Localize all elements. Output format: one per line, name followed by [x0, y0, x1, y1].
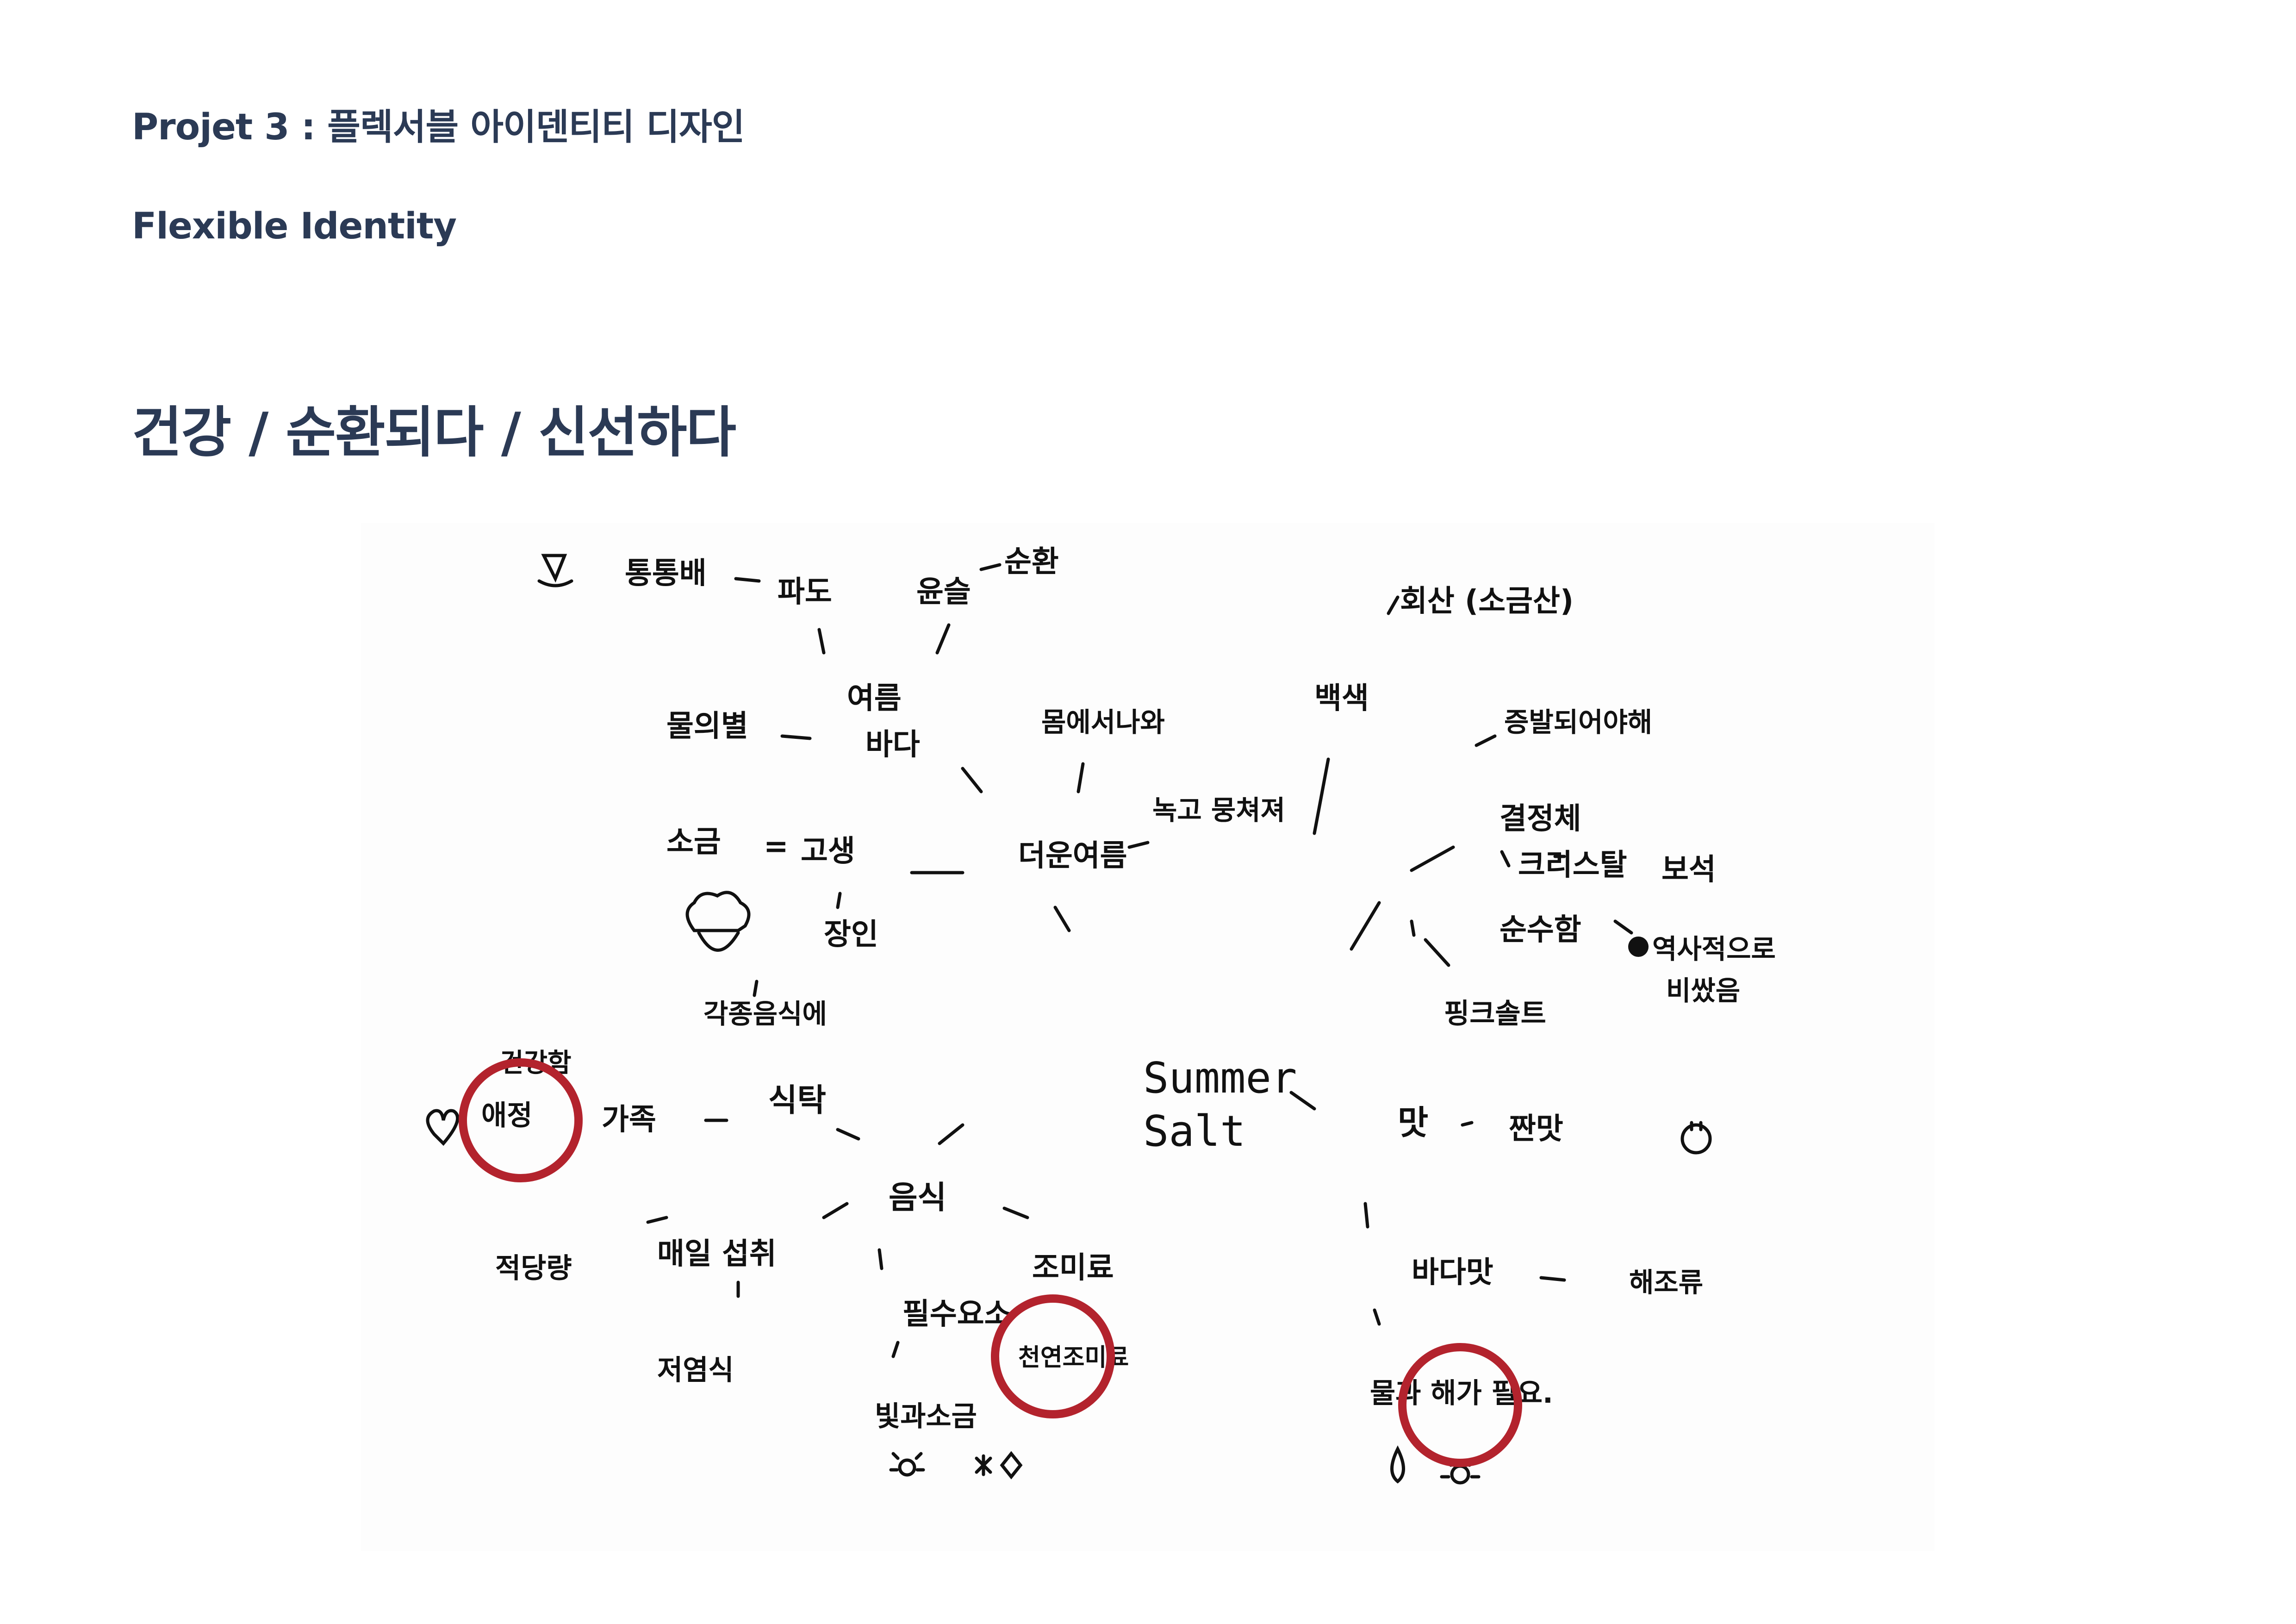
mindmap-word: 소금 [666, 825, 721, 859]
mindmap-word: 바다맛 [1412, 1255, 1493, 1290]
mindmap-word: 바다 [865, 728, 920, 762]
mindmap-connectors [646, 563, 1633, 1358]
mindmap-word: 더운여름 [1018, 839, 1127, 873]
mindmap-word: 가족 [602, 1103, 656, 1137]
mindmap-word: 윤슬 [916, 575, 971, 609]
mindmap-word: 녹고 뭉쳐져 [1152, 794, 1285, 826]
heart-doodle-icon [426, 1109, 460, 1146]
mindmap-word: 필수요소 [902, 1297, 1012, 1331]
mindmap-word: 증발되어야해 [1504, 706, 1652, 738]
mindmap-word: 맛 [1398, 1103, 1428, 1142]
mindmap-word: 애정 [481, 1099, 532, 1132]
mindmap-word: 통통배 [625, 556, 707, 591]
project-title: Projet 3 : 플렉서블 아이덴티티 디자인 [132, 106, 745, 148]
mindmap-word: 순수함 [1500, 913, 1581, 947]
sailboat-doodle-icon [537, 554, 573, 587]
sun-doodle-icon [889, 1452, 925, 1477]
mindmap-word: 해조류 [1629, 1267, 1703, 1298]
mindmap-word: 장인 [824, 918, 878, 952]
gem-doodle-icon [1628, 937, 1649, 957]
mindmap-word: 물의별 [666, 709, 748, 743]
mindmap-word: 적당량 [495, 1252, 572, 1285]
mindmap-word: = [764, 830, 789, 864]
mindmap-word: 저염식 [657, 1354, 734, 1387]
mindmap-word: 핑크솔트 [1444, 998, 1546, 1030]
mindmap-svg: Summer Salt 통통배 파도 윤슬 순환 물의별 여름 바다 몸에서나와… [426, 545, 1776, 1485]
mindmap-sketch: Summer Salt 통통배 파도 윤슬 순환 물의별 여름 바다 몸에서나와… [361, 523, 1935, 1551]
highlight-circle-natural-seasoning [991, 1294, 1115, 1418]
mindmap-word: 빛과소금 [875, 1400, 977, 1433]
mindmap-word: 몸에서나와 [1041, 706, 1165, 738]
mindmap-word: 짠맛 [1509, 1112, 1563, 1146]
water-drop-doodle-icon [1390, 1445, 1405, 1484]
mindmap-word: 결정체 [1500, 802, 1581, 836]
mindmap-word: 역사적으로 [1652, 933, 1776, 965]
mindmap-word: 보석 [1661, 853, 1716, 887]
mindmap-center-line2: Salt [1143, 1106, 1246, 1156]
chef-hat-doodle-icon [685, 891, 751, 952]
mindmap-word: 물과 해가 필요. [1370, 1377, 1553, 1410]
mindmap-word: 회산 (소금산) [1400, 584, 1574, 618]
mindmap-word: 고생 [801, 834, 855, 868]
project-subtitle: Flexible Identity [132, 206, 457, 247]
mindmap-word: 백색 [1314, 681, 1369, 716]
highlight-circle-affection [459, 1058, 583, 1182]
sparkle-doodle-icon [975, 1451, 1023, 1480]
mindmap-word: 조미료 [1032, 1251, 1114, 1285]
mindmap-word: 비쌌음 [1666, 975, 1740, 1006]
mindmap-word: 음식 [889, 1180, 946, 1216]
mindmap-word: 여름 [847, 681, 902, 716]
concept-keywords: 건강 / 순환되다 / 신선하다 [132, 400, 736, 464]
mindmap-word: 순환 [1004, 545, 1059, 579]
mindmap-word: 각종음식에 [703, 998, 827, 1030]
smile-doodle-icon [1680, 1121, 1712, 1155]
mindmap-center-line1: Summer [1143, 1053, 1297, 1103]
mindmap-word: 매일 섭취 [657, 1237, 777, 1271]
mindmap-word: 식탁 [768, 1082, 826, 1119]
mindmap-word: 크리스탈 [1518, 848, 1627, 882]
mindmap-word: 파도 [778, 575, 832, 609]
highlight-circle-water-sun [1398, 1343, 1522, 1467]
